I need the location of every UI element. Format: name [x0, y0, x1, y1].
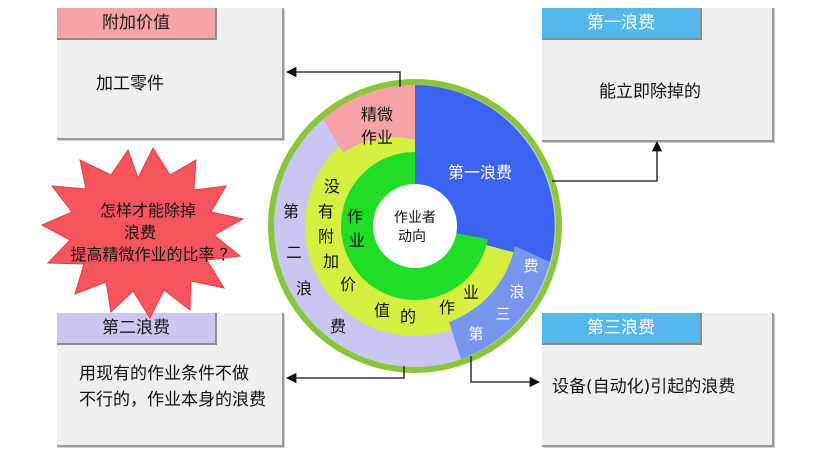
no-value-char-1: 没	[324, 177, 340, 196]
second-waste-title: 第二浪费	[57, 313, 217, 345]
no-value-char-4: 加	[323, 252, 339, 271]
second-waste-char-4: 费	[330, 317, 346, 336]
starburst-shape	[40, 146, 245, 320]
starburst-line-3: 提高精微作业的比率 ？	[70, 245, 235, 264]
third-waste-char-4: 费	[523, 257, 538, 275]
no-value-char-2: 有	[318, 202, 334, 221]
second-waste-char-2: 二	[286, 243, 302, 262]
second-waste-body-line-1: 用现有的作业条件不做	[79, 364, 249, 384]
first-waste-title: 第一浪费	[542, 8, 702, 40]
third-waste-body: 设备(自动化)引起的浪费	[552, 377, 736, 397]
fine-work-label-1: 精微	[361, 105, 393, 124]
first-waste-body: 能立即除掉的	[599, 82, 701, 102]
inner-ring-char-1: 作	[347, 207, 363, 226]
no-value-char-5: 价	[340, 275, 356, 294]
arrow-to-first-waste	[552, 140, 663, 182]
third-waste-char-3: 浪	[509, 283, 524, 301]
fine-work-segment	[323, 84, 415, 227]
value-added-body: 加工零件	[96, 74, 164, 94]
second-waste-char-3: 浪	[296, 279, 312, 298]
no-value-char-8: 作	[439, 298, 455, 317]
no-value-char-3: 附	[318, 227, 334, 246]
fine-work-label-2: 作业	[361, 128, 393, 147]
arrow-to-value-added	[285, 66, 401, 87]
no-value-char-7: 的	[400, 307, 416, 326]
third-waste-segment	[449, 246, 550, 359]
starburst-line-2: 浪费	[124, 223, 156, 242]
wheel	[268, 79, 562, 373]
arrow-to-third-waste	[470, 356, 541, 388]
arrow-to-second-waste	[285, 366, 405, 384]
second-waste-body-line-2: 不行的，作业本身的浪费	[79, 390, 266, 410]
second-waste-char-1: 第	[283, 202, 299, 221]
no-value-char-6: 值	[374, 301, 390, 320]
third-waste-char-1: 第	[468, 325, 483, 343]
center-label-2: 动向	[398, 229, 426, 245]
inner-ring-char-2: 业	[349, 231, 365, 250]
third-waste-title: 第三浪费	[542, 313, 702, 345]
value-added-title: 附加价值	[57, 8, 217, 40]
first-waste-segment-label: 第一浪费	[448, 163, 512, 182]
worker-motion-center	[373, 184, 457, 268]
starburst-line-1: 怎样才能除掉	[100, 201, 196, 220]
no-value-char-9: 业	[463, 283, 479, 302]
third-waste-char-2: 三	[495, 305, 510, 323]
center-label-1: 作业者	[394, 210, 436, 226]
